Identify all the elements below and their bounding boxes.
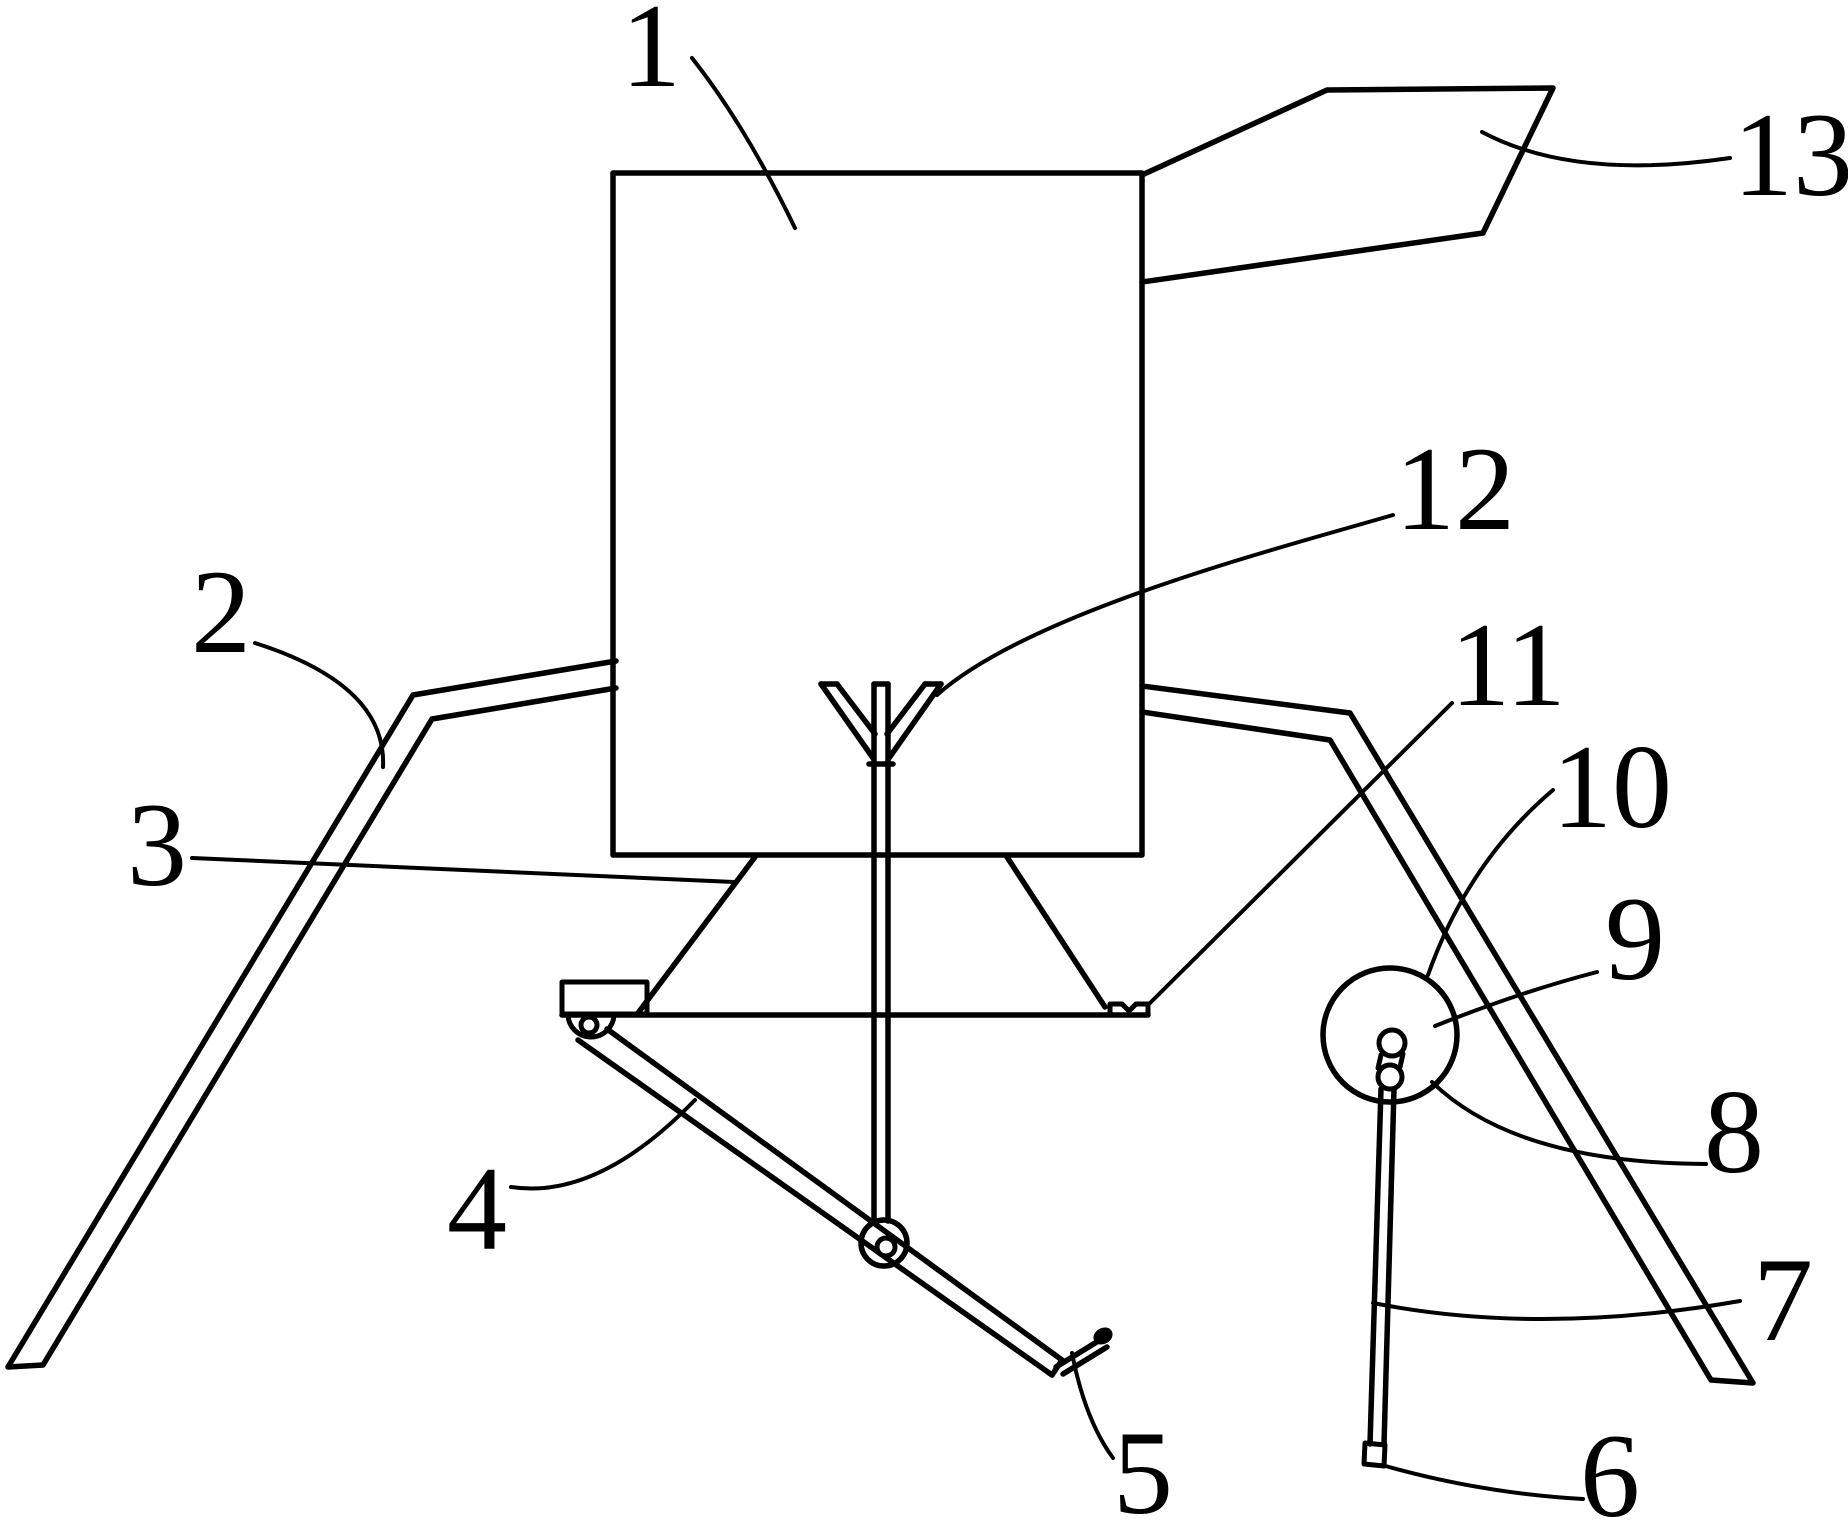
leader-line-3	[190, 856, 736, 884]
leader-line-1	[690, 56, 797, 230]
rod-lever-joint-pin	[874, 1235, 898, 1259]
pedal-bar-line2	[1060, 1344, 1110, 1377]
leader-line-4	[509, 1098, 697, 1191]
pedal-bar-line1	[1053, 1337, 1103, 1370]
part-label-5: 5	[1113, 1406, 1173, 1523]
part-label-10: 10	[1552, 720, 1672, 853]
connecting-rod-foot	[1361, 1440, 1388, 1469]
fork-right-outer	[886, 681, 944, 761]
pivot-bracket	[559, 979, 650, 1017]
right-leg-outline	[1139, 683, 1756, 1386]
drive-wheel	[1320, 965, 1460, 1105]
part-label-8: 8	[1704, 1065, 1764, 1198]
leader-line-6	[1380, 1463, 1585, 1501]
leader-line-5	[1070, 1351, 1115, 1460]
skirt-right-line	[1004, 854, 1108, 1010]
fork-left-inner	[834, 681, 878, 737]
leader-line-12	[935, 513, 1395, 697]
crank-link-line1	[1375, 1052, 1384, 1071]
part-label-3: 3	[127, 778, 187, 911]
part-label-4: 4	[447, 1142, 507, 1275]
crank-joint	[1375, 1062, 1405, 1092]
part-label-7: 7	[1753, 1233, 1813, 1366]
pedal-tip	[1093, 1327, 1113, 1345]
part-label-9: 9	[1605, 872, 1665, 1005]
pivot-housing	[565, 1011, 617, 1040]
part-label-2: 2	[191, 545, 251, 678]
rod-lever-joint	[858, 1217, 910, 1269]
pivot-pin	[578, 1014, 600, 1036]
leader-line-13	[1480, 130, 1732, 168]
connecting-rod-left	[1367, 1086, 1384, 1447]
fork-right-inner	[884, 681, 928, 737]
part-label-12: 12	[1395, 422, 1515, 555]
lever-lower-line	[575, 1037, 1055, 1378]
leader-line-8	[1430, 1080, 1708, 1166]
leader-line-7	[1371, 1299, 1742, 1321]
left-leg-outline	[5, 658, 619, 1370]
part-label-13: 13	[1733, 88, 1848, 221]
part-label-6: 6	[1580, 1409, 1640, 1523]
hopper-outline	[610, 170, 1145, 858]
crank-link-line2	[1397, 1051, 1406, 1070]
fork-left-outer	[818, 681, 876, 761]
leader-line-10	[1426, 788, 1555, 977]
part-label-1: 1	[621, 0, 681, 112]
leader-line-2	[253, 641, 386, 769]
wheel-axle-pin	[1376, 1027, 1408, 1059]
leader-line-11	[1146, 701, 1454, 1007]
part-label-11: 11	[1450, 598, 1566, 731]
connecting-rod-right	[1381, 1086, 1397, 1448]
leader-line-9	[1433, 970, 1599, 1028]
feed-chute-outline	[1139, 85, 1556, 285]
lever-upper-line	[604, 1026, 1065, 1363]
